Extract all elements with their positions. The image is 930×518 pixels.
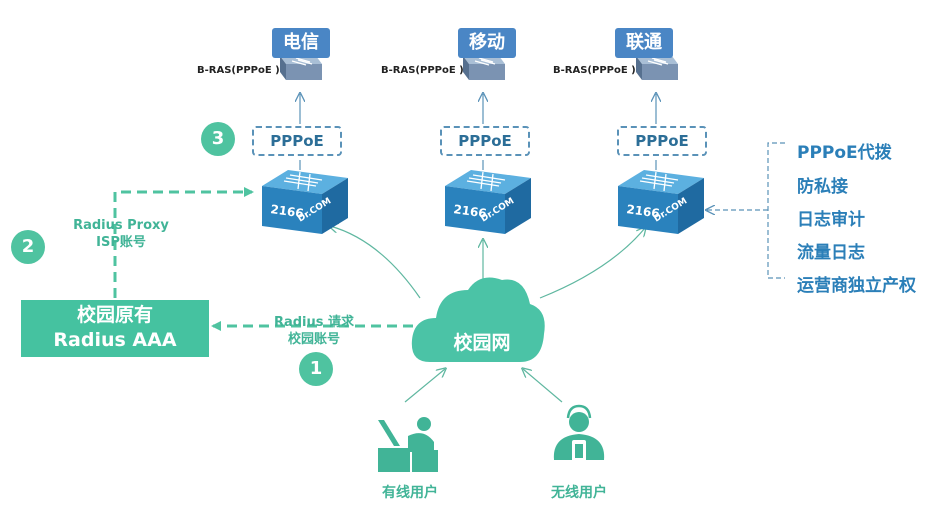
link-cloud-to-device-3 <box>539 228 645 299</box>
aaa-line2: Radius AAA <box>53 329 177 351</box>
feature-traffic-log: 流量日志 <box>797 243 865 263</box>
device-model-label: 2166 <box>626 202 661 221</box>
step-1-badge: 1 <box>299 352 333 386</box>
step-3-badge: 3 <box>201 122 235 156</box>
isp-label-telecom: 电信 <box>272 28 330 58</box>
feature-log-audit: 日志审计 <box>797 210 865 230</box>
radius-proxy-line <box>113 187 254 298</box>
radius-proxy-line1: Radius Proxy <box>73 218 169 233</box>
bras-label-3: B-RAS(PPPoE ) <box>553 65 636 76</box>
drcom-device: 2166 Dr.COM <box>445 170 531 234</box>
campus-cloud <box>411 277 545 362</box>
link-wired-to-cloud <box>404 369 445 403</box>
bras-label-1: B-RAS(PPPoE ) <box>197 65 280 76</box>
device-model-label: 2166 <box>453 202 488 221</box>
drcom-device: 2166 Dr.COM <box>262 170 348 234</box>
radius-proxy-label: Radius Proxy ISP账号 <box>66 217 176 251</box>
pppoe-box-3: PPPoE <box>617 126 707 156</box>
link-wireless-to-cloud <box>523 369 563 403</box>
vertical-links <box>300 94 656 170</box>
aaa-line1: 校园原有 <box>76 304 153 326</box>
radius-request-label: Radius 请求 校园账号 <box>264 314 364 348</box>
router-icon <box>636 56 678 80</box>
radius-request-line1: Radius 请求 <box>273 315 355 330</box>
campus-network-label: 校园网 <box>453 332 511 354</box>
campus-radius-aaa-box: 校园原有 Radius AAA <box>21 300 209 357</box>
radius-request-line2: 校园账号 <box>287 332 340 347</box>
radius-proxy-line2: ISP账号 <box>96 235 146 250</box>
isp-label-unicom: 联通 <box>615 28 673 58</box>
wireless-user-icon <box>553 404 605 462</box>
router-icon <box>280 56 322 80</box>
wireless-user-label: 无线用户 <box>551 485 607 501</box>
wired-user-label: 有线用户 <box>382 485 438 501</box>
step-2-badge: 2 <box>11 230 45 264</box>
router-icon <box>463 56 505 80</box>
features-bracket <box>767 142 785 279</box>
feature-carrier-property: 运营商独立产权 <box>797 276 916 296</box>
feature-anti-sharing: 防私接 <box>797 177 848 197</box>
device-model-label: 2166 <box>270 202 305 221</box>
pppoe-box-1: PPPoE <box>252 126 342 156</box>
drcom-device: 2166 Dr.COM <box>618 170 704 234</box>
pppoe-box-2: PPPoE <box>440 126 530 156</box>
link-cloud-to-device-1 <box>330 226 421 299</box>
isp-label-mobile: 移动 <box>458 28 516 58</box>
wired-user-icon <box>378 417 438 472</box>
feature-pppoe-dialing: PPPoE代拨 <box>797 143 892 163</box>
bras-label-2: B-RAS(PPPoE ) <box>381 65 464 76</box>
